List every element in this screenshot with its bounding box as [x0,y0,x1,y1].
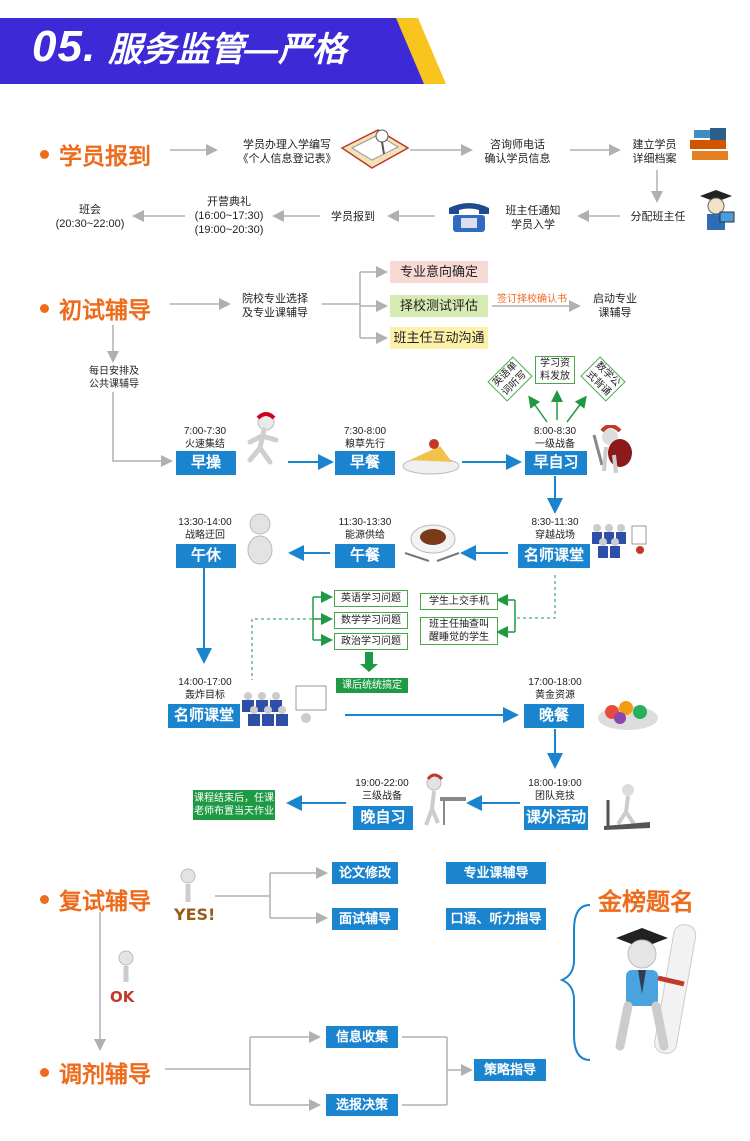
label-sign-confirmation: 签订择校确认书 [497,294,567,305]
question-english: 英语学习问题 [334,590,408,607]
section-retest-tutoring: 复试辅导 [40,882,151,916]
step-assign-teacher: 分配班主任 [630,211,686,223]
time-morning-study: 8:00-8:30 一级战备 [533,426,577,450]
time-class-morning: 8:30-11:30 穿越战场 [531,517,579,541]
time-lunch: 11:30-13:30 能源供给 [338,517,392,541]
classroom-icon [592,524,647,558]
label-after-class-solved: 课后统统搞定 [336,678,408,693]
service-strategy-guidance: 策略指导 [474,1059,546,1081]
node-evening-study: 晚自习 [353,806,413,830]
node-morning-exercise: 早操 [176,451,236,475]
node-class-morning: 名师课堂 [518,544,590,568]
time-evening-study: 19:00-22:00 三级战备 [355,778,409,802]
step-class-meeting: 班会 (20:30~22:00) [55,204,125,230]
ok-person-icon: OK [110,950,136,1006]
step-teacher-notice: 班主任通知 学员入学 [505,205,561,231]
steak-plate-icon [404,524,460,562]
service-major-course: 专业课辅导 [446,862,546,884]
bullet-dot [40,150,49,160]
section-student-registration: 学员报到 [40,137,151,171]
bullet-dot [40,304,49,314]
tip-study-materials: 学习资 料发放 [535,356,575,384]
step-daily-schedule: 每日安排及 公共课辅导 [89,366,139,390]
time-dinner: 17:00-18:00 黄金资源 [528,677,582,701]
node-morning-study: 早自习 [525,451,587,475]
running-person-icon [247,412,279,465]
node-sports: 课外活动 [524,806,588,830]
service-choice-decision: 选报决策 [326,1094,398,1116]
time-breakfast: 7:30-8:00 粮草先行 [343,426,387,450]
step-build-file: 建立学员 详细档案 [632,139,677,165]
option-teacher-communication: 班主任互动沟通 [390,327,488,349]
node-nap: 午休 [176,544,236,568]
lecture-hall-icon [242,685,327,726]
yes-text: YES! [173,905,215,924]
banner-title: 05. 服务监管—严格 [32,22,346,72]
section-initial-tutoring: 初试辅导 [40,291,151,325]
section-label: 调剂辅导 [59,1061,151,1087]
question-math: 数学学习问题 [334,612,408,629]
time-sports: 18:00-19:00 团队竞技 [528,778,582,802]
step-fill-form: 学员办理入学编写 《个人信息登记表》 [237,139,337,165]
document-signing-icon [340,129,410,169]
section-label: 学员报到 [59,143,151,169]
file-folders-icon [690,128,728,160]
resting-person-icon [247,513,273,565]
step-student-report: 学员报到 [331,211,375,223]
banner-number: 05. [32,22,97,71]
time-class-afternoon: 14:00-17:00 轰炸目标 [178,677,232,701]
banner-heading: 服务监管—严格 [108,31,347,69]
question-politics: 政治学习问题 [334,633,408,650]
cake-icon [402,439,460,475]
ok-text: OK [110,988,136,1006]
step-school-select: 院校专业选择 及专业课辅导 [242,293,308,319]
studying-at-desk-icon [424,773,466,826]
section-label: 初试辅导 [59,297,151,323]
step-consultant-call: 咨询师电话 确认学员信息 [484,139,551,165]
telephone-icon [449,203,489,232]
time-morning-exercise: 7:00-7:30 火速集结 [183,426,227,450]
node-lunch: 午餐 [335,544,395,568]
banner-background [0,18,446,84]
step-opening-ceremony: 开营典礼 (16:00~17:30) (19:00~20:30) [194,196,264,236]
node-breakfast: 早餐 [335,451,395,475]
yes-person-icon: YES! [173,868,215,924]
section-adjust-tutoring: 调剂辅导 [40,1055,151,1089]
graduate-diploma-icon [615,924,697,1054]
bullet-dot [40,1068,49,1078]
note-homework: 课程结束后，任课 老师布置当天作业 [193,790,275,820]
option-school-evaluation: 择校测试评估 [390,295,488,317]
bullet-dot [40,895,49,905]
spartan-warrior-icon [592,425,632,474]
section-label: 复试辅导 [59,888,151,914]
service-oral-listening: 口语、听力指导 [446,908,546,930]
time-nap: 13:30-14:00 战略迂回 [178,517,232,541]
node-dinner: 晚餐 [524,704,584,728]
service-thesis-revision: 论文修改 [332,862,398,884]
fruit-bowl-icon [598,701,658,730]
node-class-afternoon: 名师课堂 [168,704,240,728]
treadmill-icon [604,784,650,830]
step-start-major-course: 启动专业 课辅导 [593,293,637,319]
rule-phones-collected: 学生上交手机 [420,593,498,610]
service-interview: 面试辅导 [332,908,398,930]
rule-wake-sleepers: 班主任抽查叫 醒睡觉的学生 [420,617,498,645]
service-info-collection: 信息收集 [326,1026,398,1048]
teacher-graduate-icon [700,190,735,230]
gold-list-title: 金榜题名 [598,889,694,916]
option-major-intent: 专业意向确定 [390,261,488,283]
